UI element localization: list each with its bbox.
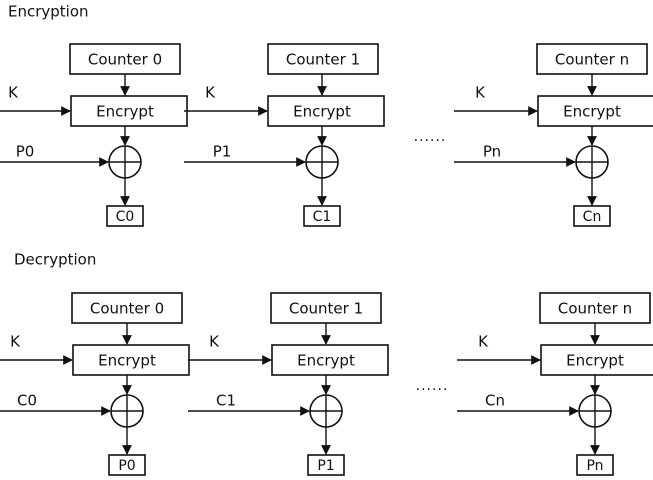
input-label: C1 — [216, 392, 236, 410]
xor-icon — [575, 145, 609, 179]
key-label: K — [10, 333, 21, 351]
counter-label: Counter 0 — [88, 51, 162, 69]
ellipsis: ...... — [416, 378, 449, 394]
key-label: K — [475, 84, 486, 102]
input-label: Pn — [483, 143, 501, 161]
encrypt-label: Encrypt — [98, 352, 156, 370]
xor-icon — [305, 145, 339, 179]
encrypt-box — [540, 344, 653, 376]
section-title: Decryption — [14, 251, 96, 269]
encrypt-label: Encrypt — [297, 352, 355, 370]
counter-label: Counter n — [558, 300, 632, 318]
counter-label: Counter 1 — [286, 51, 360, 69]
output-box — [573, 205, 611, 227]
counter-label: Counter 1 — [289, 300, 363, 318]
xor-icon — [309, 394, 343, 428]
output-label: P0 — [118, 458, 135, 474]
ellipsis: ...... — [414, 129, 447, 145]
encrypt-label: Encrypt — [293, 103, 351, 121]
encrypt-box — [537, 95, 653, 127]
section-title: Encryption — [8, 3, 89, 21]
key-label: K — [205, 84, 216, 102]
xor-icon — [108, 145, 142, 179]
counter-label: Counter 0 — [90, 300, 164, 318]
output-box — [576, 454, 614, 476]
encrypt-box — [70, 95, 188, 127]
output-label: C0 — [116, 209, 135, 225]
input-label: C0 — [17, 392, 37, 410]
key-label: K — [478, 333, 489, 351]
output-label: P1 — [317, 458, 334, 474]
input-label: P1 — [213, 143, 232, 161]
output-label: Cn — [583, 209, 602, 225]
encrypt-box — [271, 344, 389, 376]
key-label: K — [8, 84, 19, 102]
encrypt-label: Encrypt — [563, 103, 621, 121]
output-label: Pn — [586, 458, 603, 474]
encrypt-box — [72, 344, 190, 376]
encrypt-label: Encrypt — [566, 352, 624, 370]
encrypt-box — [267, 95, 385, 127]
encrypt-label: Encrypt — [96, 103, 154, 121]
output-box — [108, 454, 146, 476]
output-box — [303, 205, 341, 227]
output-box — [106, 205, 144, 227]
key-label: K — [209, 333, 220, 351]
counter-box — [69, 43, 181, 75]
input-label: P0 — [16, 143, 35, 161]
counter-box — [267, 43, 379, 75]
counter-box — [71, 292, 183, 324]
output-box — [307, 454, 345, 476]
xor-icon — [110, 394, 144, 428]
output-label: C1 — [313, 209, 332, 225]
counter-box — [536, 43, 648, 75]
input-label: Cn — [485, 392, 505, 410]
xor-icon — [578, 394, 612, 428]
counter-label: Counter n — [555, 51, 629, 69]
